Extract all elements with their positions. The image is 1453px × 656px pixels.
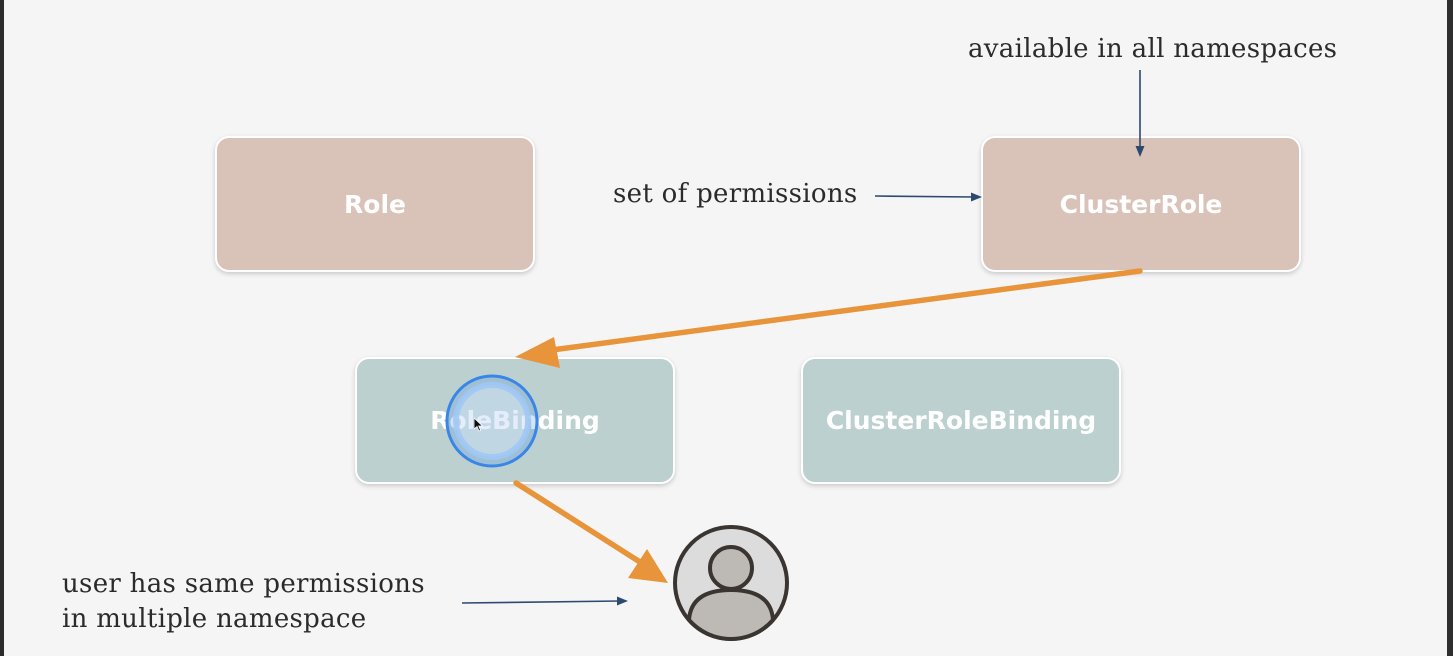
user-pointer-arrow: [461, 596, 628, 606]
clusterrolebinding-box: ClusterRoleBinding: [801, 357, 1121, 484]
clusterrolebinding-label: ClusterRoleBinding: [825, 406, 1097, 435]
mouse-pointer-icon: [474, 418, 484, 432]
click-ripple-icon: [445, 374, 539, 468]
user-avatar-icon: [673, 525, 789, 641]
right-window-edge: [1447, 0, 1453, 656]
available-pointer-arrow: [1135, 70, 1145, 157]
left-window-edge: [0, 0, 4, 656]
user-permissions-annotation: user has same permissions in multiple na…: [62, 569, 425, 634]
clusterrole-box: ClusterRole: [981, 136, 1301, 272]
clusterrole-to-rolebinding-arrow: [515, 268, 1143, 368]
rolebinding-to-user-arrow: [513, 480, 668, 583]
role-label: Role: [344, 189, 406, 219]
set-of-permissions-annotation: set of permissions: [613, 179, 858, 209]
role-box: Role: [215, 136, 535, 272]
set-of-permissions-pointer-arrow: [874, 192, 982, 202]
clusterrole-label: ClusterRole: [1059, 189, 1223, 219]
available-annotation: available in all namespaces: [968, 34, 1338, 64]
